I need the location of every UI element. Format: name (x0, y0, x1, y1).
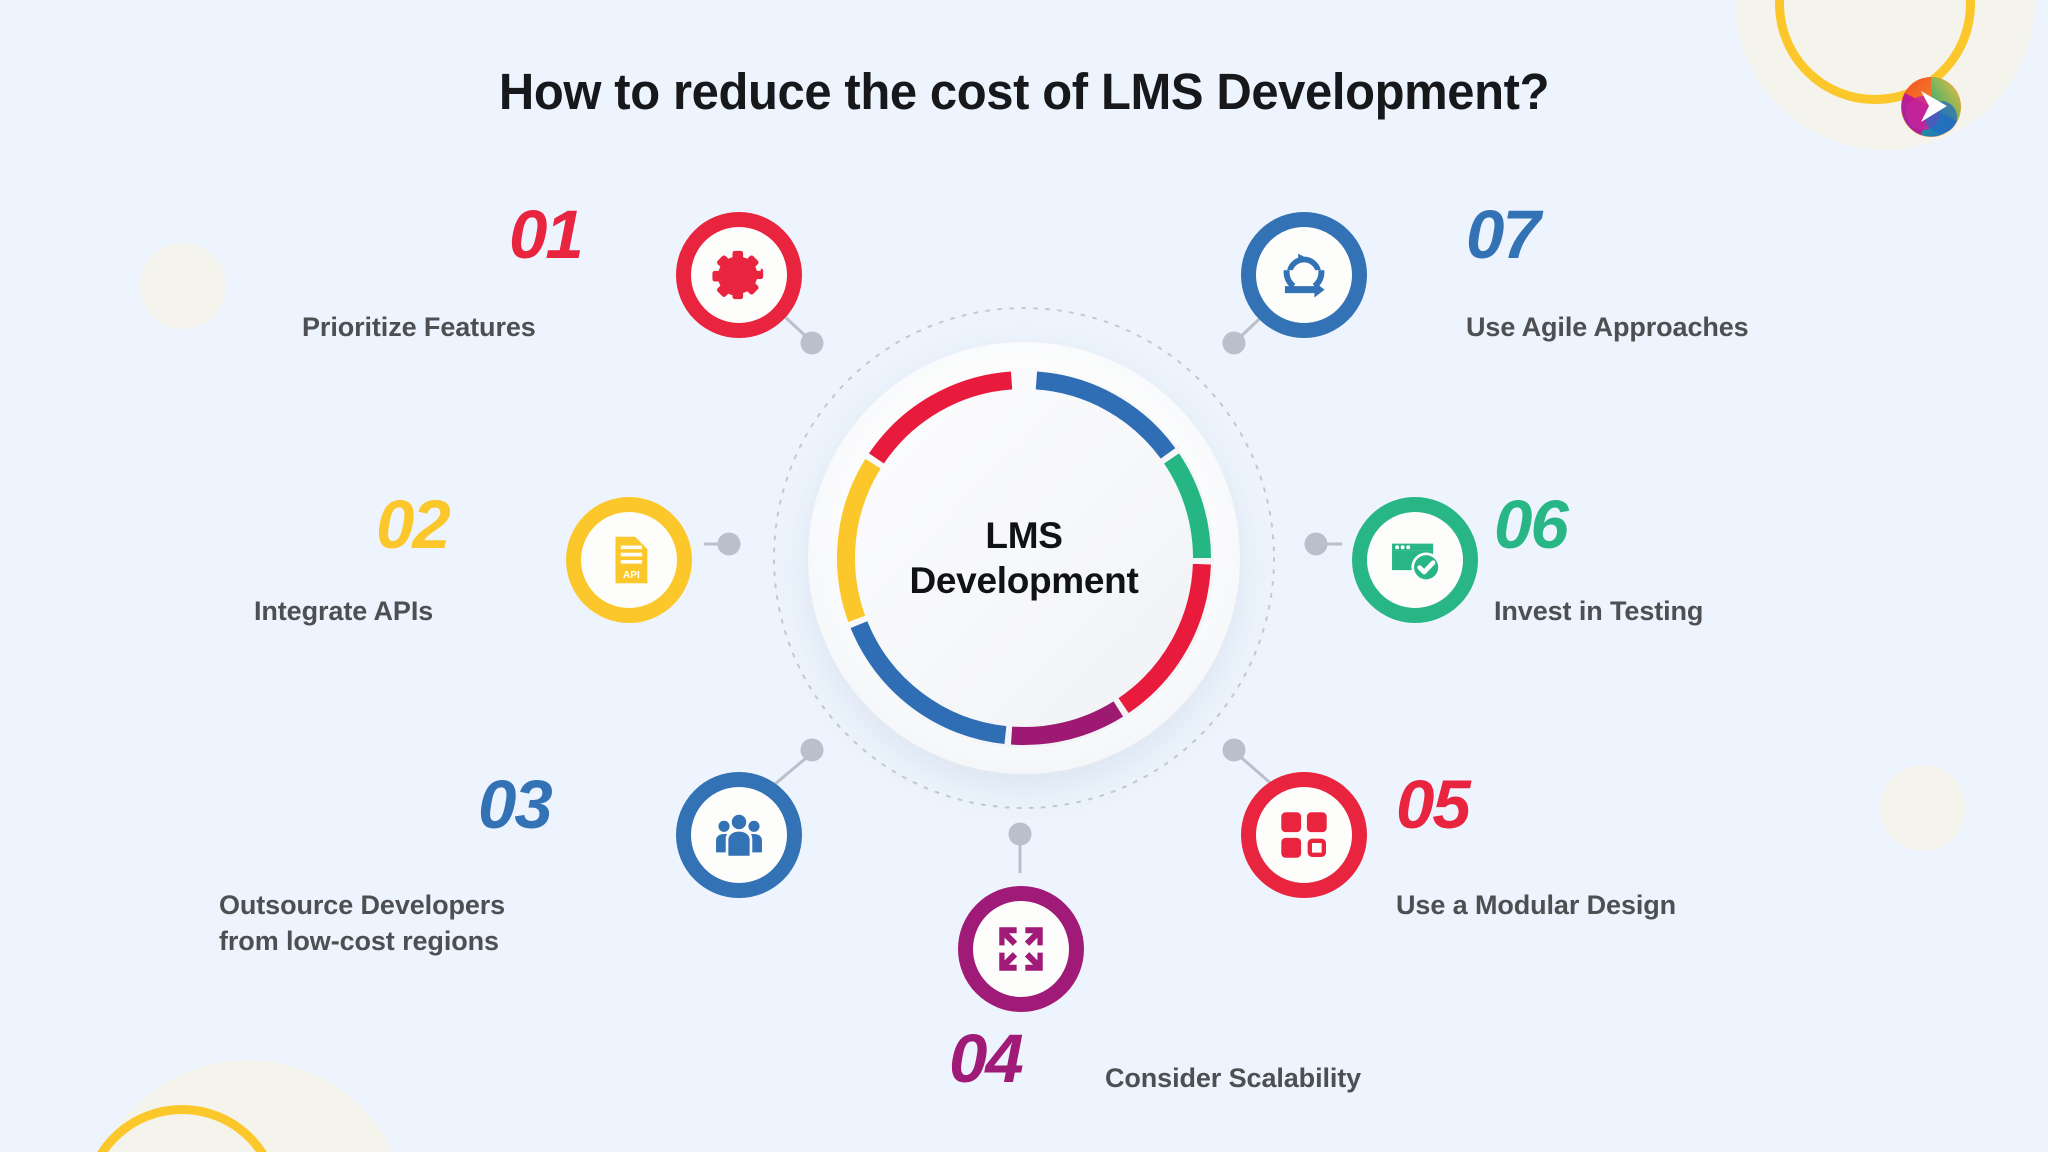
step-label-01: Prioritize Features (302, 312, 536, 342)
play-arrow-gradient-logo (1899, 75, 1963, 139)
step-number-02: 02 (376, 486, 451, 563)
step-label-04: Consider Scalability (1105, 1063, 1362, 1093)
step-number-06: 06 (1494, 486, 1569, 563)
step-number-03: 03 (478, 766, 553, 843)
step-number-01: 01 (509, 196, 584, 273)
connector-dot-02 (717, 532, 741, 556)
window-check-icon (1392, 543, 1441, 582)
expand-arrows-icon (999, 927, 1043, 971)
page-title: How to reduce the cost of LMS Developmen… (498, 63, 1550, 120)
modular-grid-icon (1281, 812, 1327, 858)
step-badge-01[interactable] (676, 212, 802, 338)
step-number-07: 07 (1466, 196, 1541, 273)
step-label-06: Invest in Testing (1494, 596, 1704, 626)
connector-dot-06 (1304, 532, 1328, 556)
dotted-orbit-circle (773, 307, 1275, 809)
donut-segment (1164, 453, 1211, 559)
connector-dot-05 (1222, 738, 1246, 762)
hub-center-label: LMS Development (808, 342, 1240, 774)
step-badge-05[interactable] (1241, 772, 1367, 898)
donut-segment (837, 458, 881, 622)
connector-dot-01 (800, 331, 824, 355)
step-badge-06[interactable] (1352, 497, 1478, 623)
donut-segment (1035, 371, 1176, 459)
step-badge-07[interactable] (1241, 212, 1367, 338)
gear-icon (712, 250, 764, 300)
center-hub: LMS Development (808, 342, 1240, 774)
donut-segment (1010, 701, 1124, 745)
connector-dot-07 (1222, 331, 1246, 355)
step-label-03-line1: Outsource Developers (219, 890, 506, 920)
connector-dot-03 (800, 738, 824, 762)
step-label-03: Outsource Developers from low-cost regio… (219, 888, 579, 959)
step-number-05: 05 (1396, 766, 1471, 843)
donut-chart (837, 371, 1211, 745)
donut-segment (850, 621, 1007, 744)
step-badge-02[interactable]: API (566, 497, 692, 623)
donut-segment (868, 371, 1013, 464)
hub-label-line1: LMS (985, 514, 1063, 556)
svg-text:API: API (623, 570, 640, 581)
hub-label-line2: Development (909, 560, 1139, 601)
users-group-icon (716, 814, 762, 856)
connector-dot-04 (1008, 822, 1032, 846)
step-badge-04[interactable] (958, 886, 1084, 1012)
step-label-02: Integrate APIs (254, 596, 434, 626)
agile-cycle-icon (1283, 253, 1325, 298)
donut-segment (1118, 563, 1211, 714)
step-badge-03[interactable] (676, 772, 802, 898)
step-label-03-line2: from low-cost regions (219, 925, 499, 956)
api-document-icon: API (615, 536, 648, 584)
step-label-07: Use Agile Approaches (1466, 312, 1749, 342)
step-label-05: Use a Modular Design (1396, 890, 1677, 920)
step-number-04: 04 (949, 1020, 1024, 1097)
